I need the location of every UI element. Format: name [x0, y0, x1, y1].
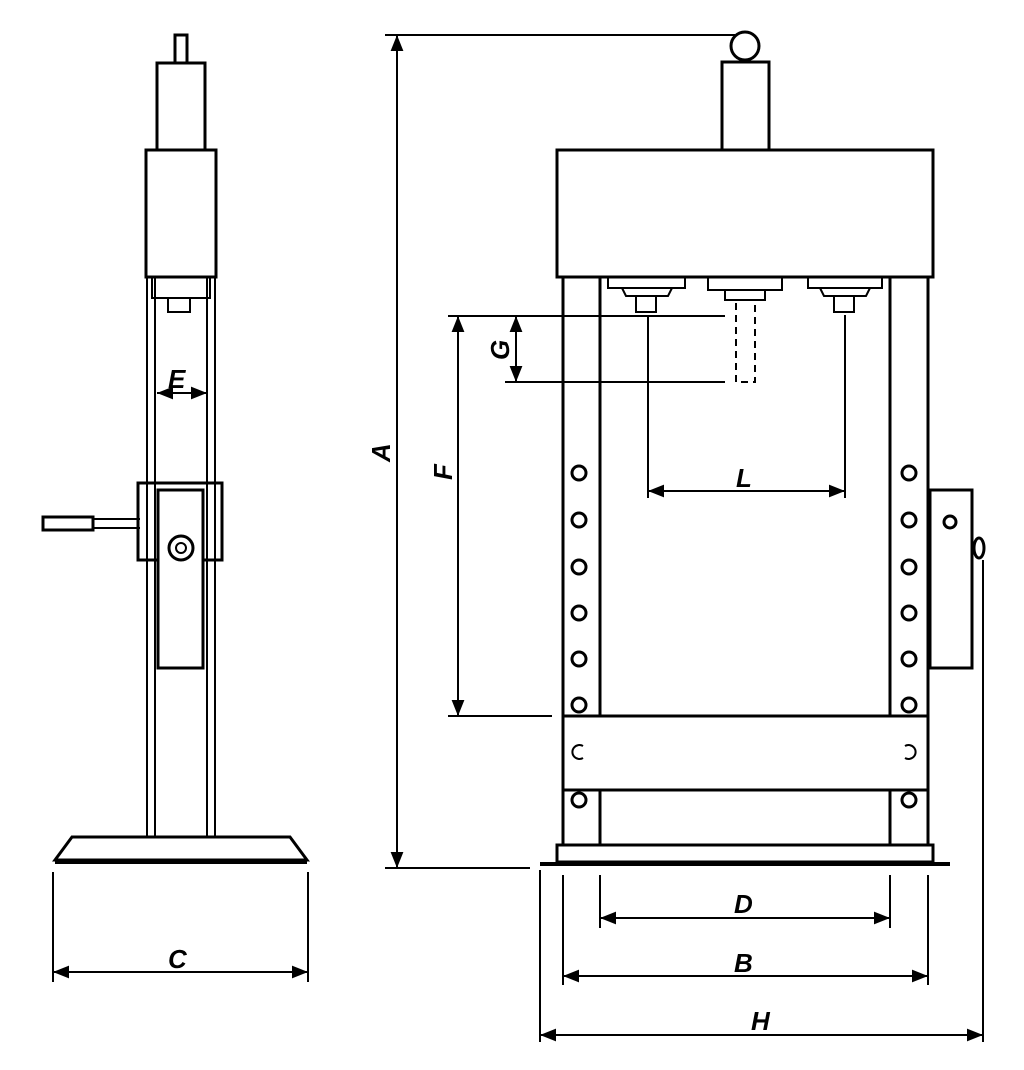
hole-icon	[570, 791, 588, 809]
dim-F-label: F	[428, 463, 458, 480]
dim-C-label: C	[168, 944, 188, 974]
tool-center	[707, 277, 783, 301]
top-eye-icon	[729, 30, 761, 62]
pump-pivot-icon	[167, 534, 195, 562]
table-pin-icon	[571, 744, 584, 760]
hole-icon	[900, 558, 918, 576]
dim-H-label: H	[751, 1006, 771, 1036]
pump-box	[928, 488, 974, 670]
hole-icon	[570, 511, 588, 529]
front-head	[555, 148, 935, 279]
hole-icon	[570, 604, 588, 622]
pump-box-hole-icon	[942, 514, 958, 530]
pump-pivot-icon	[175, 542, 187, 554]
tool-left	[607, 277, 686, 313]
side-view: E C	[41, 33, 310, 982]
side-ram	[151, 277, 211, 313]
dim-L-label: L	[736, 463, 752, 493]
ram-dashed	[735, 299, 756, 383]
pump-plate	[156, 488, 205, 670]
hole-icon	[570, 464, 588, 482]
dim-B-label: B	[734, 948, 753, 978]
front-cylinder	[720, 60, 771, 152]
column-holes	[570, 464, 918, 809]
hole-icon	[570, 650, 588, 668]
dim-D-label: D	[734, 889, 753, 919]
dim-A-label: A	[366, 443, 396, 463]
side-cylinder	[155, 61, 207, 152]
press-table	[561, 714, 930, 792]
hole-icon	[900, 791, 918, 809]
hole-icon	[900, 650, 918, 668]
hole-icon	[900, 604, 918, 622]
side-rod	[173, 33, 189, 65]
table-pin-icon	[904, 744, 917, 760]
hole-icon	[570, 558, 588, 576]
side-head	[144, 148, 218, 279]
valve-knob-icon	[972, 536, 986, 560]
hole-icon	[900, 696, 918, 714]
hole-icon	[900, 511, 918, 529]
tool-right	[807, 277, 883, 313]
hole-icon	[900, 464, 918, 482]
dim-G-label: G	[485, 340, 515, 360]
handle-grip	[41, 515, 95, 532]
dim-E-label: E	[168, 364, 186, 394]
hole-icon	[570, 696, 588, 714]
front-view: A G F L	[366, 30, 986, 1042]
side-base	[52, 835, 310, 862]
front-base	[555, 843, 935, 864]
